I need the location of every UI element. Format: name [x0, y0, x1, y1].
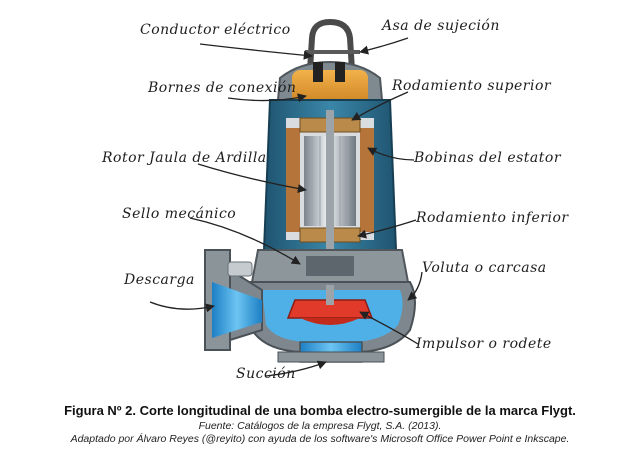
stator-coil-right: [360, 128, 374, 232]
handle: [307, 18, 355, 71]
arrow-impulsor: [359, 311, 419, 345]
figure-caption-title: Figura Nº 2. Corte longitudinal de una b…: [64, 403, 576, 418]
arrow-sello: [189, 217, 301, 265]
label-bornes-de-conexion: Bornes de conexión: [148, 80, 297, 96]
arrow-succion: [265, 360, 327, 377]
arrow-rotor: [197, 163, 307, 194]
arrow-asa: [359, 37, 409, 55]
label-descarga: Descarga: [124, 272, 195, 288]
label-bobinas-del-estator: Bobinas del estator: [414, 150, 562, 166]
stator-coil-left: [286, 128, 300, 232]
label-conductor-electrico: Conductor eléctrico: [140, 22, 291, 38]
label-asa-de-sujecion: Asa de sujeción: [382, 18, 500, 34]
label-rodamiento-inferior: Rodamiento inferior: [416, 210, 569, 226]
arrow-conductor: [199, 43, 313, 60]
shaft: [326, 110, 334, 285]
label-impulsor-o-rodete: Impulsor o rodete: [416, 336, 552, 352]
arrow-descarga: [149, 301, 215, 313]
label-rotor-jaula-de-ardilla: Rotor Jaula de Ardilla: [102, 150, 267, 166]
arrow-rodamiento-superior: [351, 91, 409, 121]
label-voluta-o-carcasa: Voluta o carcasa: [422, 260, 547, 276]
discharge-water: [212, 282, 262, 338]
arrow-rodamiento-inferior: [357, 219, 417, 239]
arrow-bornes: [227, 93, 307, 103]
mechanical-seal: [306, 256, 354, 276]
figure-caption-adapted: Adaptado por Álvaro Reyes (@reyito) con …: [70, 433, 570, 445]
figure-caption-source: Fuente: Catálogos de la empresa Flygt, S…: [198, 420, 442, 432]
arrow-voluta: [407, 271, 423, 301]
label-rodamiento-superior: Rodamiento superior: [392, 78, 552, 94]
pump-illustration: [149, 18, 423, 377]
label-sello-mecanico: Sello mecánico: [122, 206, 237, 222]
arrow-bobinas: [367, 147, 415, 161]
label-succion: Succión: [236, 366, 296, 382]
